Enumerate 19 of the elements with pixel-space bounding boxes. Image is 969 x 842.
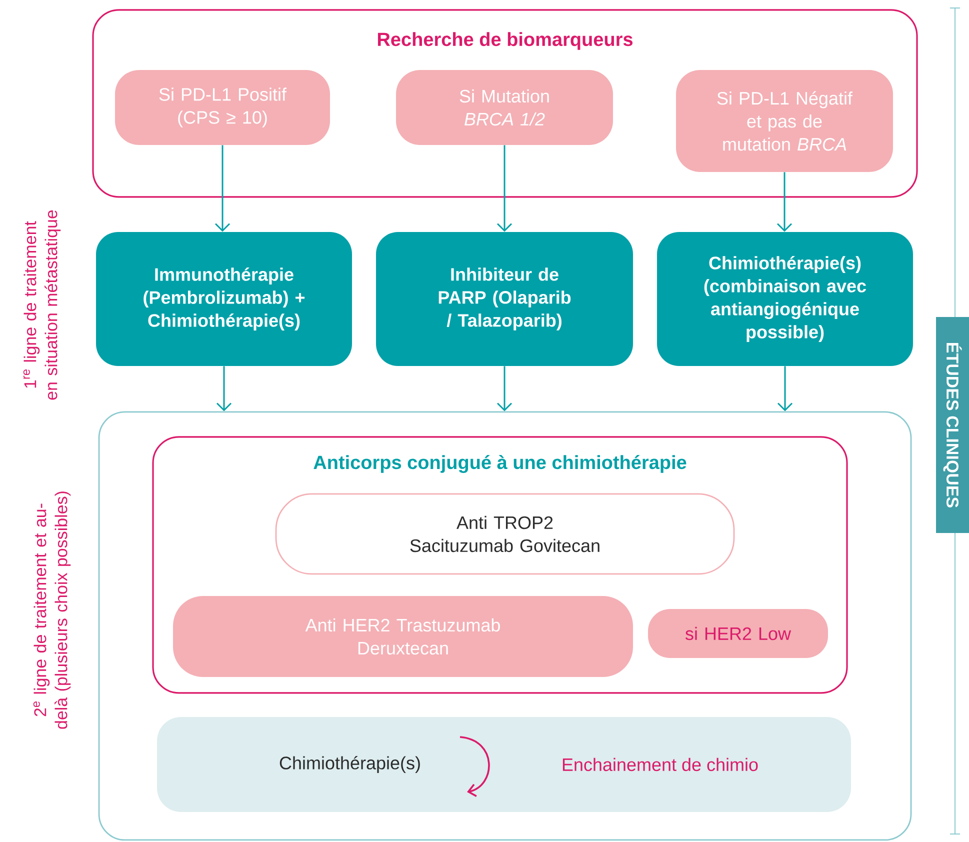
arrow	[216, 366, 232, 412]
section-box	[98, 411, 912, 841]
arrow	[776, 172, 792, 232]
chemo-band: Chimiothérapie(s) Enchainement de chimio	[157, 716, 851, 812]
side-tab: ÉTUDES CLINIQUES	[936, 316, 969, 533]
treatment-box: Anti HER2 Trastuzumab Deruxtecan	[173, 596, 633, 677]
arrow	[496, 366, 512, 412]
treatment-box: Inhibiteur de PARP (Olaparib / Talazoparib)	[376, 232, 633, 366]
arrow	[214, 145, 230, 232]
condition-box: Si Mutation BRCA 1/2	[396, 70, 613, 145]
condition-box: si HER2 Low	[648, 608, 828, 658]
arrow	[777, 366, 793, 412]
condition-box: Si PD-L1 Négatif et pas de mutation BRCA	[676, 70, 893, 172]
side-label: 2$^{e}$ ligne de traitement et au-delà (plusieurs choix possibles)	[33, 492, 71, 729]
treatment-box: Chimiothérapie(s) (combinaison avec antiangiogénique possible)	[657, 232, 913, 366]
treatment-box: Anti TROP2 Sacituzumab Govitecan	[275, 493, 735, 575]
treatment-box: Immunothérapie (Pembrolizumab) + Chimiothérapie(s)	[96, 232, 352, 366]
arrow	[496, 145, 512, 232]
condition-box: Si PD-L1 Positif (CPS ≥ 10)	[115, 70, 330, 145]
